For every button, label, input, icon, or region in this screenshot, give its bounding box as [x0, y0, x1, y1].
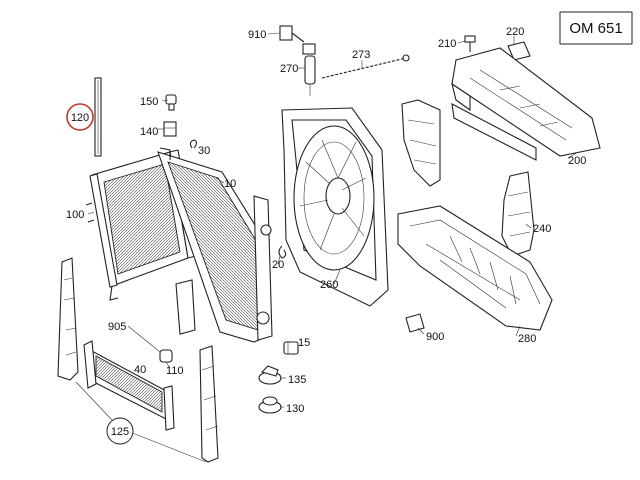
left-side-air-guide — [57, 257, 79, 381]
callout-110: 110 — [166, 365, 184, 377]
callout-240: 240 — [533, 223, 551, 235]
part-270-fan-motor — [302, 43, 316, 96]
callout-125-circle: 125 — [106, 417, 134, 445]
callout-40: 40 — [134, 364, 146, 376]
callout-200: 200 — [568, 155, 586, 167]
inner-left-guide — [401, 99, 441, 187]
part-135-cap — [258, 365, 282, 385]
callout-10: 10 — [224, 178, 236, 190]
inner-right-guide — [451, 103, 537, 161]
callout-270: 270 — [280, 63, 298, 75]
model-tag: OM 651 — [559, 11, 633, 45]
callout-30: 30 — [198, 145, 210, 157]
callout-135: 135 — [288, 374, 306, 386]
callout-900: 900 — [426, 331, 444, 343]
callout-120: 120 — [71, 112, 89, 124]
callout-15: 15 — [298, 337, 310, 349]
part-260-fan-shroud — [281, 107, 389, 307]
callout-125: 125 — [111, 426, 129, 438]
part-120-rod — [94, 77, 102, 157]
callout-20: 20 — [272, 259, 284, 271]
right-lower-air-guide — [199, 345, 219, 463]
part-210-fastener — [464, 35, 476, 52]
callout-140: 140 — [140, 126, 158, 138]
callout-910: 910 — [248, 29, 266, 41]
callouts: 910 270 273 210 220 200 150 140 30 10 10… — [66, 26, 586, 415]
part-140-bracket — [163, 121, 177, 137]
part-130-cap — [258, 396, 282, 414]
part-900-clip — [405, 313, 425, 333]
part-150-plug — [165, 94, 177, 111]
part-110-grommet — [159, 349, 173, 363]
part-100-condenser — [85, 149, 197, 335]
leader-lines — [75, 32, 579, 463]
callout-210: 210 — [438, 38, 456, 50]
callout-120-highlight: 120 — [66, 103, 94, 131]
part-273-cable — [321, 54, 410, 79]
callout-150: 150 — [140, 96, 158, 108]
callout-260: 260 — [320, 279, 338, 291]
part-30-clip — [189, 139, 198, 149]
callout-273: 273 — [352, 49, 370, 61]
callout-220: 220 — [506, 26, 524, 38]
part-240-side-guide — [501, 171, 535, 257]
part-910-connector — [279, 25, 305, 43]
part-10-radiator — [157, 147, 273, 343]
callout-280: 280 — [518, 333, 536, 345]
model-tag-text: OM 651 — [569, 20, 622, 37]
part-20-clip — [278, 245, 287, 259]
part-15-sensor — [283, 341, 299, 355]
part-200-upper-duct — [451, 47, 601, 157]
part-280-lower-duct — [397, 205, 553, 331]
part-40-oil-cooler — [83, 340, 175, 431]
callout-130: 130 — [286, 403, 304, 415]
part-220-clip — [507, 41, 531, 61]
callout-905: 905 — [108, 321, 126, 333]
callout-100: 100 — [66, 209, 84, 221]
